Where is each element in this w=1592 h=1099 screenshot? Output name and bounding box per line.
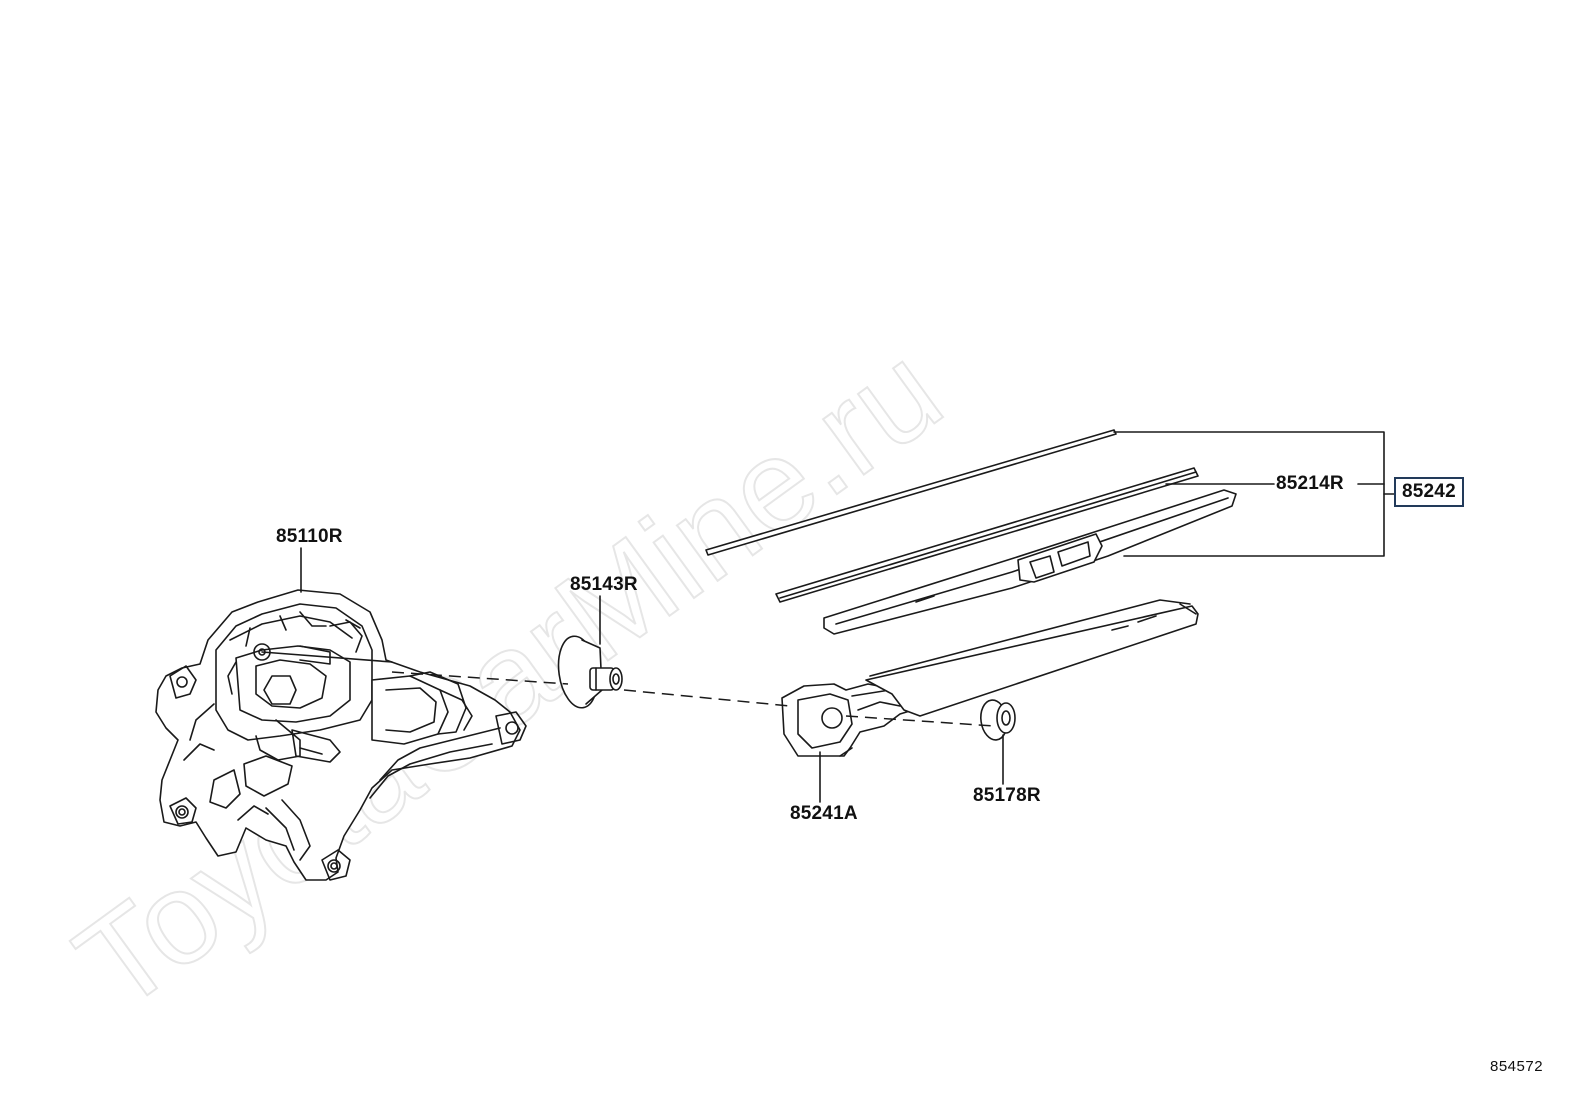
wiper-motor-illustration bbox=[155, 589, 527, 881]
wiper-blade-illustration bbox=[705, 429, 1237, 635]
part-label-85110R[interactable]: 85110R bbox=[276, 526, 343, 547]
wiper-arm-illustration bbox=[781, 599, 1199, 757]
cap-illustration bbox=[557, 635, 623, 709]
part-label-85242[interactable]: 85242 bbox=[1394, 477, 1464, 507]
part-label-85143R[interactable]: 85143R bbox=[570, 574, 638, 595]
part-label-85214R[interactable]: 85214R bbox=[1276, 473, 1344, 494]
assembly-axis bbox=[391, 671, 995, 727]
part-label-85241A[interactable]: 85241A bbox=[790, 803, 858, 824]
part-label-85178R[interactable]: 85178R bbox=[973, 785, 1041, 806]
nut-cover-illustration bbox=[980, 699, 1016, 741]
diagram-id: 854572 bbox=[1490, 1058, 1544, 1075]
